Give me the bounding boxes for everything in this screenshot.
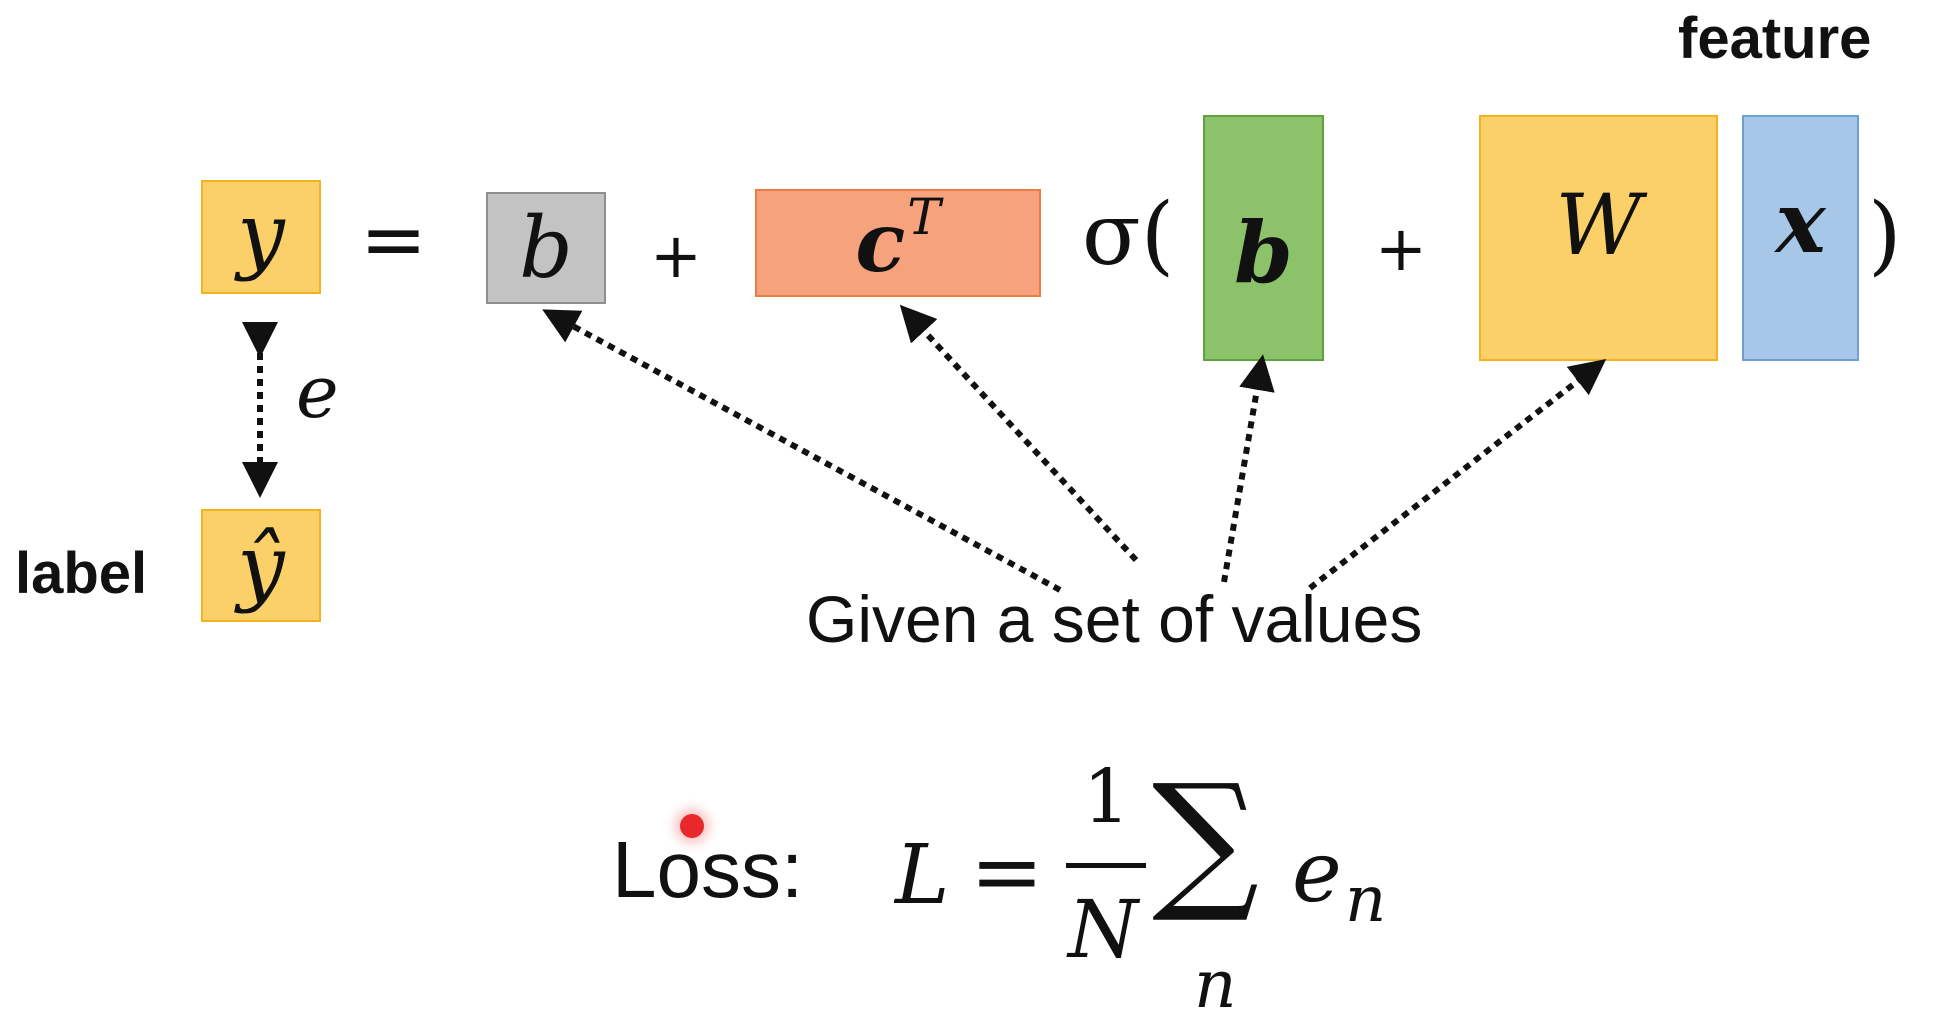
output-y-box: y <box>201 180 321 294</box>
c-transpose-box: c T <box>755 188 1041 297</box>
error-e-symbol: e <box>296 350 339 434</box>
loss-equals-sign: = <box>970 820 1044 923</box>
loss-term-subscript: n <box>1345 863 1387 937</box>
weight-matrix-symbol: W <box>1555 176 1642 274</box>
weight-matrix-box: W <box>1479 115 1718 361</box>
sigmoid-close: ) <box>1868 185 1902 285</box>
feature-x-box: x <box>1742 115 1859 361</box>
label-yhat-box: ŷ <box>201 509 321 622</box>
c-vector-symbol: c <box>855 195 906 291</box>
loss-denominator: N <box>1068 883 1138 976</box>
output-y-symbol: y <box>237 185 285 283</box>
given-values-text: Given a set of values <box>806 582 1423 656</box>
label-text: label <box>15 541 148 606</box>
fraction-bar <box>1066 863 1146 868</box>
equals-sign: = <box>360 193 428 286</box>
loss-numerator: 1 <box>1083 754 1131 840</box>
arrow-to-c-transpose <box>899 304 1139 563</box>
feature-label: feature <box>1678 6 1872 71</box>
plus-sign-2: + <box>1375 212 1427 285</box>
loss-term-e: e <box>1292 823 1342 921</box>
pointer-cursor-icon <box>680 814 704 838</box>
loss-L-symbol: L <box>895 828 950 923</box>
summation-index: n <box>1194 946 1237 1023</box>
plus-sign-1: + <box>650 219 702 292</box>
arrow-to-bias-scalar <box>542 309 1062 593</box>
loss-label: Loss: <box>612 825 804 914</box>
summation-symbol: ∑ <box>1152 753 1260 927</box>
arrow-to-bias-vector <box>1221 354 1275 583</box>
transpose-superscript: T <box>907 188 941 246</box>
bias-scalar-symbol: b <box>519 199 573 297</box>
label-yhat-symbol: ŷ <box>237 516 285 615</box>
bias-scalar-box: b <box>486 192 606 304</box>
arrow-to-weight-matrix <box>1308 358 1607 591</box>
sigmoid-open: σ( <box>1082 185 1175 285</box>
bias-vector-symbol: b <box>1234 203 1293 302</box>
feature-x-symbol: x <box>1775 173 1826 272</box>
